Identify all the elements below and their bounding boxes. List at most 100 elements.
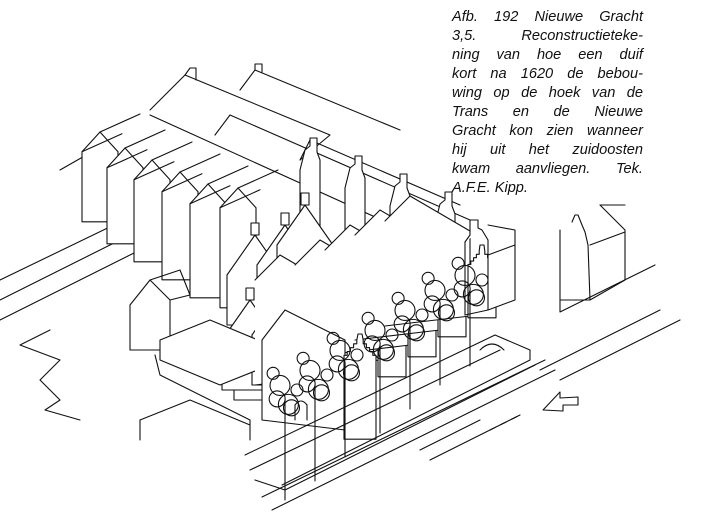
cornice <box>487 244 516 256</box>
tree-foliage <box>266 366 280 380</box>
tree-foliage <box>320 368 334 382</box>
far-right-house <box>559 204 626 301</box>
street-line <box>271 369 556 511</box>
tree-foliage <box>296 351 310 365</box>
tree-foliage <box>407 324 426 342</box>
caption-line: hij uit het zuidoosten <box>452 142 643 158</box>
roof-edge <box>106 149 148 169</box>
tree-foliage <box>342 364 361 382</box>
trees <box>266 256 489 501</box>
tree-foliage <box>269 374 291 396</box>
tree-foliage <box>363 335 381 353</box>
chimney <box>300 192 310 206</box>
street-line <box>559 264 656 313</box>
street-line <box>0 221 121 281</box>
tree-foliage <box>328 355 346 373</box>
roof-ridge <box>179 153 221 173</box>
tree-foliage <box>377 344 396 362</box>
caption-line: A.F.E. Kipp. <box>452 180 528 196</box>
canal-quay <box>249 349 501 471</box>
far-right-house-cornice <box>589 231 626 246</box>
figure-caption: Afb. 192 Nieuwe Gracht 3,5. Reconstructi… <box>452 8 643 198</box>
street-line <box>419 419 481 451</box>
chimney <box>280 212 290 226</box>
roof-edge <box>189 185 231 205</box>
roof <box>214 114 471 221</box>
tree-foliage <box>432 298 454 320</box>
tree-foliage <box>372 338 394 360</box>
street-line <box>0 249 141 321</box>
tree-foliage <box>282 399 301 417</box>
tree-foliage <box>298 375 316 393</box>
tree-foliage <box>307 378 329 400</box>
far-right-house-gable <box>571 214 591 301</box>
bridge-arch <box>479 343 505 351</box>
street-line <box>261 359 546 498</box>
tree-foliage <box>364 319 386 341</box>
block-base <box>154 354 251 441</box>
street-line <box>559 319 681 381</box>
arrow-icon <box>542 391 579 412</box>
roof-ridge <box>99 113 141 133</box>
roof-edge <box>133 161 175 181</box>
roof-ridge <box>207 165 249 185</box>
tree-foliage <box>467 289 486 307</box>
tree-foliage <box>299 359 321 381</box>
street-line <box>489 414 521 431</box>
roof <box>239 69 401 131</box>
roof-edge <box>81 133 123 153</box>
canal-quay <box>244 334 531 486</box>
tree-foliage <box>402 318 424 340</box>
caption-line: ning van hoe een duif <box>452 47 643 63</box>
tree-foliage <box>290 383 304 397</box>
canal-row-houses <box>254 195 497 440</box>
tree-foliage <box>394 299 416 321</box>
caption-line: 3,5. Reconstructieteke- <box>452 28 643 44</box>
roof-edge <box>161 173 203 193</box>
caption-line: Afb. 192 Nieuwe Gracht <box>452 9 643 25</box>
tree-foliage <box>437 304 456 322</box>
tree-foliage <box>451 256 465 270</box>
arrow-shape <box>542 391 579 412</box>
tree-foliage <box>329 339 351 361</box>
tree-foliage <box>424 279 446 301</box>
roof-ridge <box>151 141 193 161</box>
tree-foliage <box>393 315 411 333</box>
street-line <box>254 364 536 491</box>
corner-right-house <box>464 219 516 311</box>
caption-line: wing op de hoek van de <box>452 85 643 101</box>
caption-line: kwam aanvliegen. Tek. <box>452 161 643 177</box>
street-line <box>0 234 131 301</box>
tree-foliage <box>361 311 375 325</box>
roof <box>149 269 191 301</box>
tree-foliage <box>421 271 435 285</box>
roof-ridge <box>124 129 166 149</box>
chimney <box>184 67 197 81</box>
tree-foliage <box>391 291 405 305</box>
tree-foliage <box>462 283 484 305</box>
tree-foliage <box>326 331 340 345</box>
street-line <box>139 399 251 426</box>
roof <box>299 139 461 206</box>
streets <box>19 204 681 511</box>
block-outline <box>19 329 81 421</box>
caption-line: Trans en de Nieuwe <box>452 104 643 120</box>
chimney <box>254 63 263 73</box>
tree-foliage <box>385 328 399 342</box>
chimney <box>250 222 260 236</box>
tree-foliage <box>445 288 459 302</box>
small-house <box>129 279 171 351</box>
chimney <box>245 287 255 301</box>
tree-foliage <box>423 295 441 313</box>
roof-edge <box>219 189 261 209</box>
caption-line: Gracht kon zien wanneer <box>452 123 643 139</box>
tree-foliage <box>277 393 299 415</box>
tree-foliage <box>312 384 331 402</box>
house-roof <box>384 195 471 327</box>
left-row-houses <box>0 113 279 321</box>
house-wall <box>464 309 489 316</box>
tree-foliage <box>453 280 471 298</box>
tree-foliage <box>337 358 359 380</box>
caption-line: kort na 1620 de bebou- <box>452 66 643 82</box>
